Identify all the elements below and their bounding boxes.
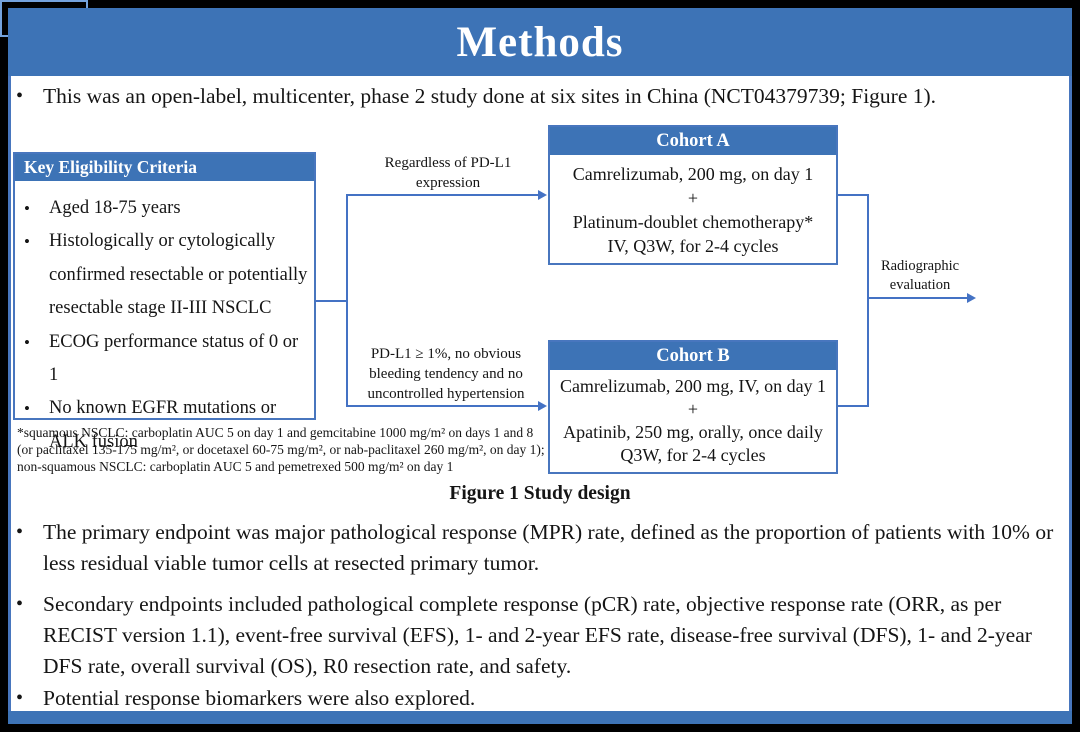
title-banner: Methods [8, 8, 1072, 76]
connector-line [315, 300, 348, 302]
eligibility-item-text: ECOG performance status of 0 or 1 [49, 331, 299, 386]
page-title: Methods [456, 18, 624, 66]
eligibility-item-text: No known EGFR mutations or ALK fusion [49, 398, 277, 452]
eligibility-body: • Aged 18-75 years • Histologically or c… [15, 181, 314, 459]
footnote: *squamous NSCLC: carboplatin AUC 5 on da… [17, 425, 545, 474]
connector-line [867, 194, 869, 407]
branch-label-top: Regardless of PD-L1 expression [384, 155, 512, 191]
biomarkers-bullet: • Potential response biomarkers were als… [16, 683, 1060, 714]
bullet-icon: • [24, 199, 30, 218]
primary-endpoint-text: The primary endpoint was major pathologi… [43, 520, 1054, 575]
connector-line [346, 405, 539, 407]
radiographic-evaluation-label: Radiographic evaluation [880, 258, 960, 293]
connector-line [346, 194, 539, 196]
branch-label-bottom: PD-L1 ≥ 1%, no obvious bleeding tendency… [367, 346, 525, 402]
secondary-endpoints-bullet: • Secondary endpoints included pathologi… [16, 589, 1060, 682]
cohort-a-line: Platinum-doublet chemotherapy* [572, 212, 814, 232]
secondary-endpoints-text: Secondary endpoints included pathologica… [43, 592, 1032, 678]
bullet-icon: • [24, 332, 30, 352]
bottom-accent-bar [8, 711, 1072, 724]
eligibility-item: • Aged 18-75 years [24, 192, 310, 225]
cohort-b-line: Q3W, for 2-4 cycles [620, 445, 766, 465]
bullet-icon: • [16, 521, 24, 543]
cohort-a-line: + [687, 188, 699, 208]
intro-bullet-text: This was an open-label, multicenter, pha… [43, 84, 937, 108]
cohort-b-line: + [687, 399, 699, 419]
bullet-icon: • [16, 85, 24, 107]
cohort-a-line: Camrelizumab, 200 mg, on day 1 [572, 164, 814, 184]
figure-caption: Figure 1 Study design [449, 483, 631, 504]
arrowhead-right-icon [538, 401, 547, 411]
eligibility-item: • Histologically or cytologically confir… [24, 225, 310, 325]
primary-endpoint-bullet: • The primary endpoint was major patholo… [16, 517, 1060, 579]
eligibility-item: • No known EGFR mutations or ALK fusion [24, 392, 310, 459]
eligibility-box: Key Eligibility Criteria • Aged 18-75 ye… [13, 152, 316, 452]
intro-bullet: • This was an open-label, multicenter, p… [16, 81, 1060, 112]
connector-line [838, 194, 869, 196]
eligibility-item-text: Histologically or cytologically confirme… [49, 231, 308, 319]
cohort-b-header: Cohort B [550, 342, 836, 370]
eligibility-item-text: Aged 18-75 years [49, 198, 181, 218]
cohort-a-line: IV, Q3W, for 2-4 cycles [607, 236, 779, 256]
bullet-icon: • [24, 399, 30, 419]
bullet-icon: • [16, 687, 24, 709]
connector-line [346, 194, 348, 407]
cohort-a-box: Cohort A Camrelizumab, 200 mg, on day 1 … [548, 125, 838, 265]
eligibility-header: Key Eligibility Criteria [15, 154, 314, 181]
bullet-icon: • [24, 232, 30, 252]
cohort-b-box: Cohort B Camrelizumab, 200 mg, IV, on da… [548, 340, 838, 474]
cohort-a-header: Cohort A [550, 127, 836, 155]
cohort-b-body: Camrelizumab, 200 mg, IV, on day 1 + Apa… [550, 370, 836, 467]
connector-line [838, 405, 869, 407]
biomarkers-text: Potential response biomarkers were also … [43, 686, 476, 710]
bullet-icon: • [16, 593, 24, 615]
arrowhead-right-icon [538, 190, 547, 200]
cohort-b-line: Camrelizumab, 200 mg, IV, on day 1 [559, 376, 827, 396]
connector-line [867, 297, 968, 299]
cohort-a-body: Camrelizumab, 200 mg, on day 1 + Platinu… [550, 155, 836, 258]
eligibility-item: • ECOG performance status of 0 or 1 [24, 326, 310, 393]
cohort-b-line: Apatinib, 250 mg, orally, once daily [563, 422, 823, 442]
arrowhead-right-icon [967, 293, 976, 303]
